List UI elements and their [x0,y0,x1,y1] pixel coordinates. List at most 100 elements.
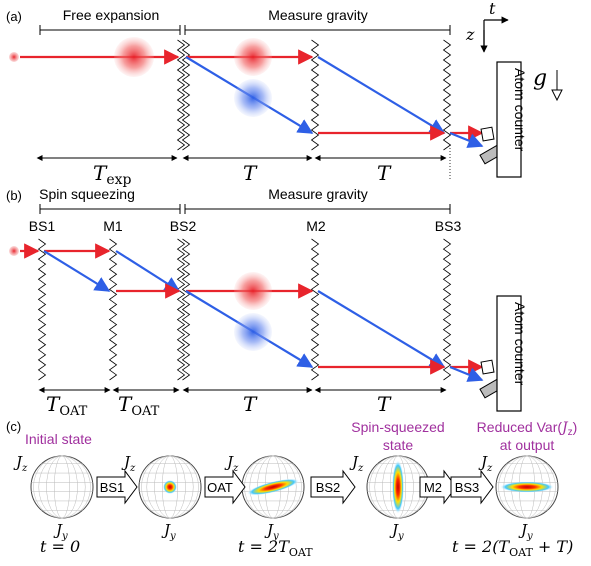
pulse-spring-a-2 [181,39,191,151]
block-arrow-icon [310,469,356,505]
detector-icon-a1 [480,126,495,142]
op-label: BS2 [316,480,341,495]
op-arrow-bs3: BS3 [450,469,494,505]
atom-counter-box-b [496,295,522,412]
pulse-spring-a-1 [176,39,186,151]
stage-measure-gravity-a: Measure gravity [268,7,368,23]
pulse-spring-bs2-b [181,238,191,381]
op-label: BS1 [100,480,125,495]
blue-path-b1 [43,250,111,292]
panel-b: (b) Spin squeezing Measure gravity BS1 M… [6,186,528,419]
atom-cloud-a-blue [234,79,272,117]
pulse-label-m2: M2 [306,218,326,234]
pulse-springs-b [37,238,452,381]
caption-reduced-var: Reduced Var(Jz) [477,419,578,438]
time-label-0: t = 0 [40,537,80,556]
panel-c-label: (c) [6,419,21,434]
block-arrow-icon [419,469,457,505]
op-arrow-oat: OAT [204,469,246,505]
block-arrow-icon [450,469,494,505]
caption-at-output: at output [500,437,555,453]
axis-label-jy: Jy [518,521,533,542]
axis-label-jz: Jz [121,453,136,474]
pulse-spring-a-4 [442,39,452,151]
atom-cloud-a-expanded [114,37,154,77]
pulse-spring-bs2-a [176,238,186,381]
dim-label-oat1: TOAT [46,392,88,419]
pulse-spring-m2 [310,238,320,381]
gravity-label: g [533,66,547,91]
caption-spin-squeezed-1: Spin-squeezed [351,419,444,435]
quasi-distribution [246,478,300,496]
atom-counter-label-b: Atom counter [512,302,528,386]
quasi-distribution [392,460,404,514]
axis-label-jz: Jz [478,453,493,474]
axis-t-label: t [489,0,496,18]
stage-spin-squeezing: Spin squeezing [39,186,135,202]
op-label: BS3 [455,480,480,495]
dim-label-oat2: TOAT [118,392,160,419]
caption-initial-state: Initial state [25,431,92,447]
stage-free-expansion: Free expansion [63,7,160,23]
axis-z-label: z [465,25,475,44]
stage-measure-gravity-b: Measure gravity [268,186,368,202]
panel-a: (a) Free expansion Measure gravity t z g [6,0,563,188]
atom-cloud-a-red [234,38,272,76]
quasi-distribution [500,481,554,493]
time-label-1: t = 2TOAT [238,537,313,559]
dim-label-T1-b: T [243,392,258,416]
axis-label-jy: Jy [53,521,68,542]
atom-counter-box-a [496,61,522,178]
blue-path-a2 [317,56,446,134]
blue-path-b5 [449,365,484,382]
pulse-spring-a-3 [310,39,320,151]
axis-label-jz: Jz [13,453,28,474]
atom-counter-label-a: Atom counter [512,68,528,152]
dim-label-exp: Texp [93,161,132,188]
caption-spin-squeezed-2: state [383,437,414,453]
panel-a-label: (a) [6,9,22,24]
pulse-spring-bs3 [442,238,452,381]
dim-label-T2-b: T [377,392,392,416]
pulse-label-bs2: BS2 [170,218,197,234]
op-label: M2 [424,480,442,495]
op-label: OAT [207,480,233,495]
pulse-label-m1: M1 [103,218,123,234]
gravity-arrow-icon [551,89,563,102]
block-arrow-icon [204,469,246,505]
pulse-label-bs1: BS1 [29,218,56,234]
panel-c: (c) Initial state Spin-squeezed state Re… [6,419,577,559]
quasi-distribution [163,480,177,494]
block-arrow-icon [96,469,138,505]
time-label-2: t = 2(TOAT + T) [452,537,573,559]
pulse-spring-m1 [108,238,118,381]
atom-cloud-b-blue [234,313,272,351]
pulse-spring-b1 [37,238,47,381]
dim-label-T1-a: T [243,161,258,185]
detector-icon-b1 [480,359,495,375]
axis-label-jz: Jz [224,453,239,474]
blue-path-a3 [449,131,484,148]
blue-path-b2 [115,250,181,292]
axis-label-jy: Jy [389,521,404,542]
op-arrow-m2: M2 [419,469,457,505]
pulse-label-bs3: BS3 [435,218,462,234]
atom-source-a [9,52,19,62]
axis-label-jy: Jy [161,521,176,542]
operation-arrows: BS1 OAT BS2 M2 BS3 [96,469,494,505]
blue-path-b4 [317,290,446,368]
pulse-springs-a [176,39,452,151]
op-arrow-bs2: BS2 [310,469,356,505]
atom-cloud-b-red [234,272,272,310]
atom-source-b [9,246,19,256]
dim-label-T2-a: T [377,161,392,185]
panel-b-label: (b) [6,188,22,203]
axis-label-jz: Jz [349,453,364,474]
